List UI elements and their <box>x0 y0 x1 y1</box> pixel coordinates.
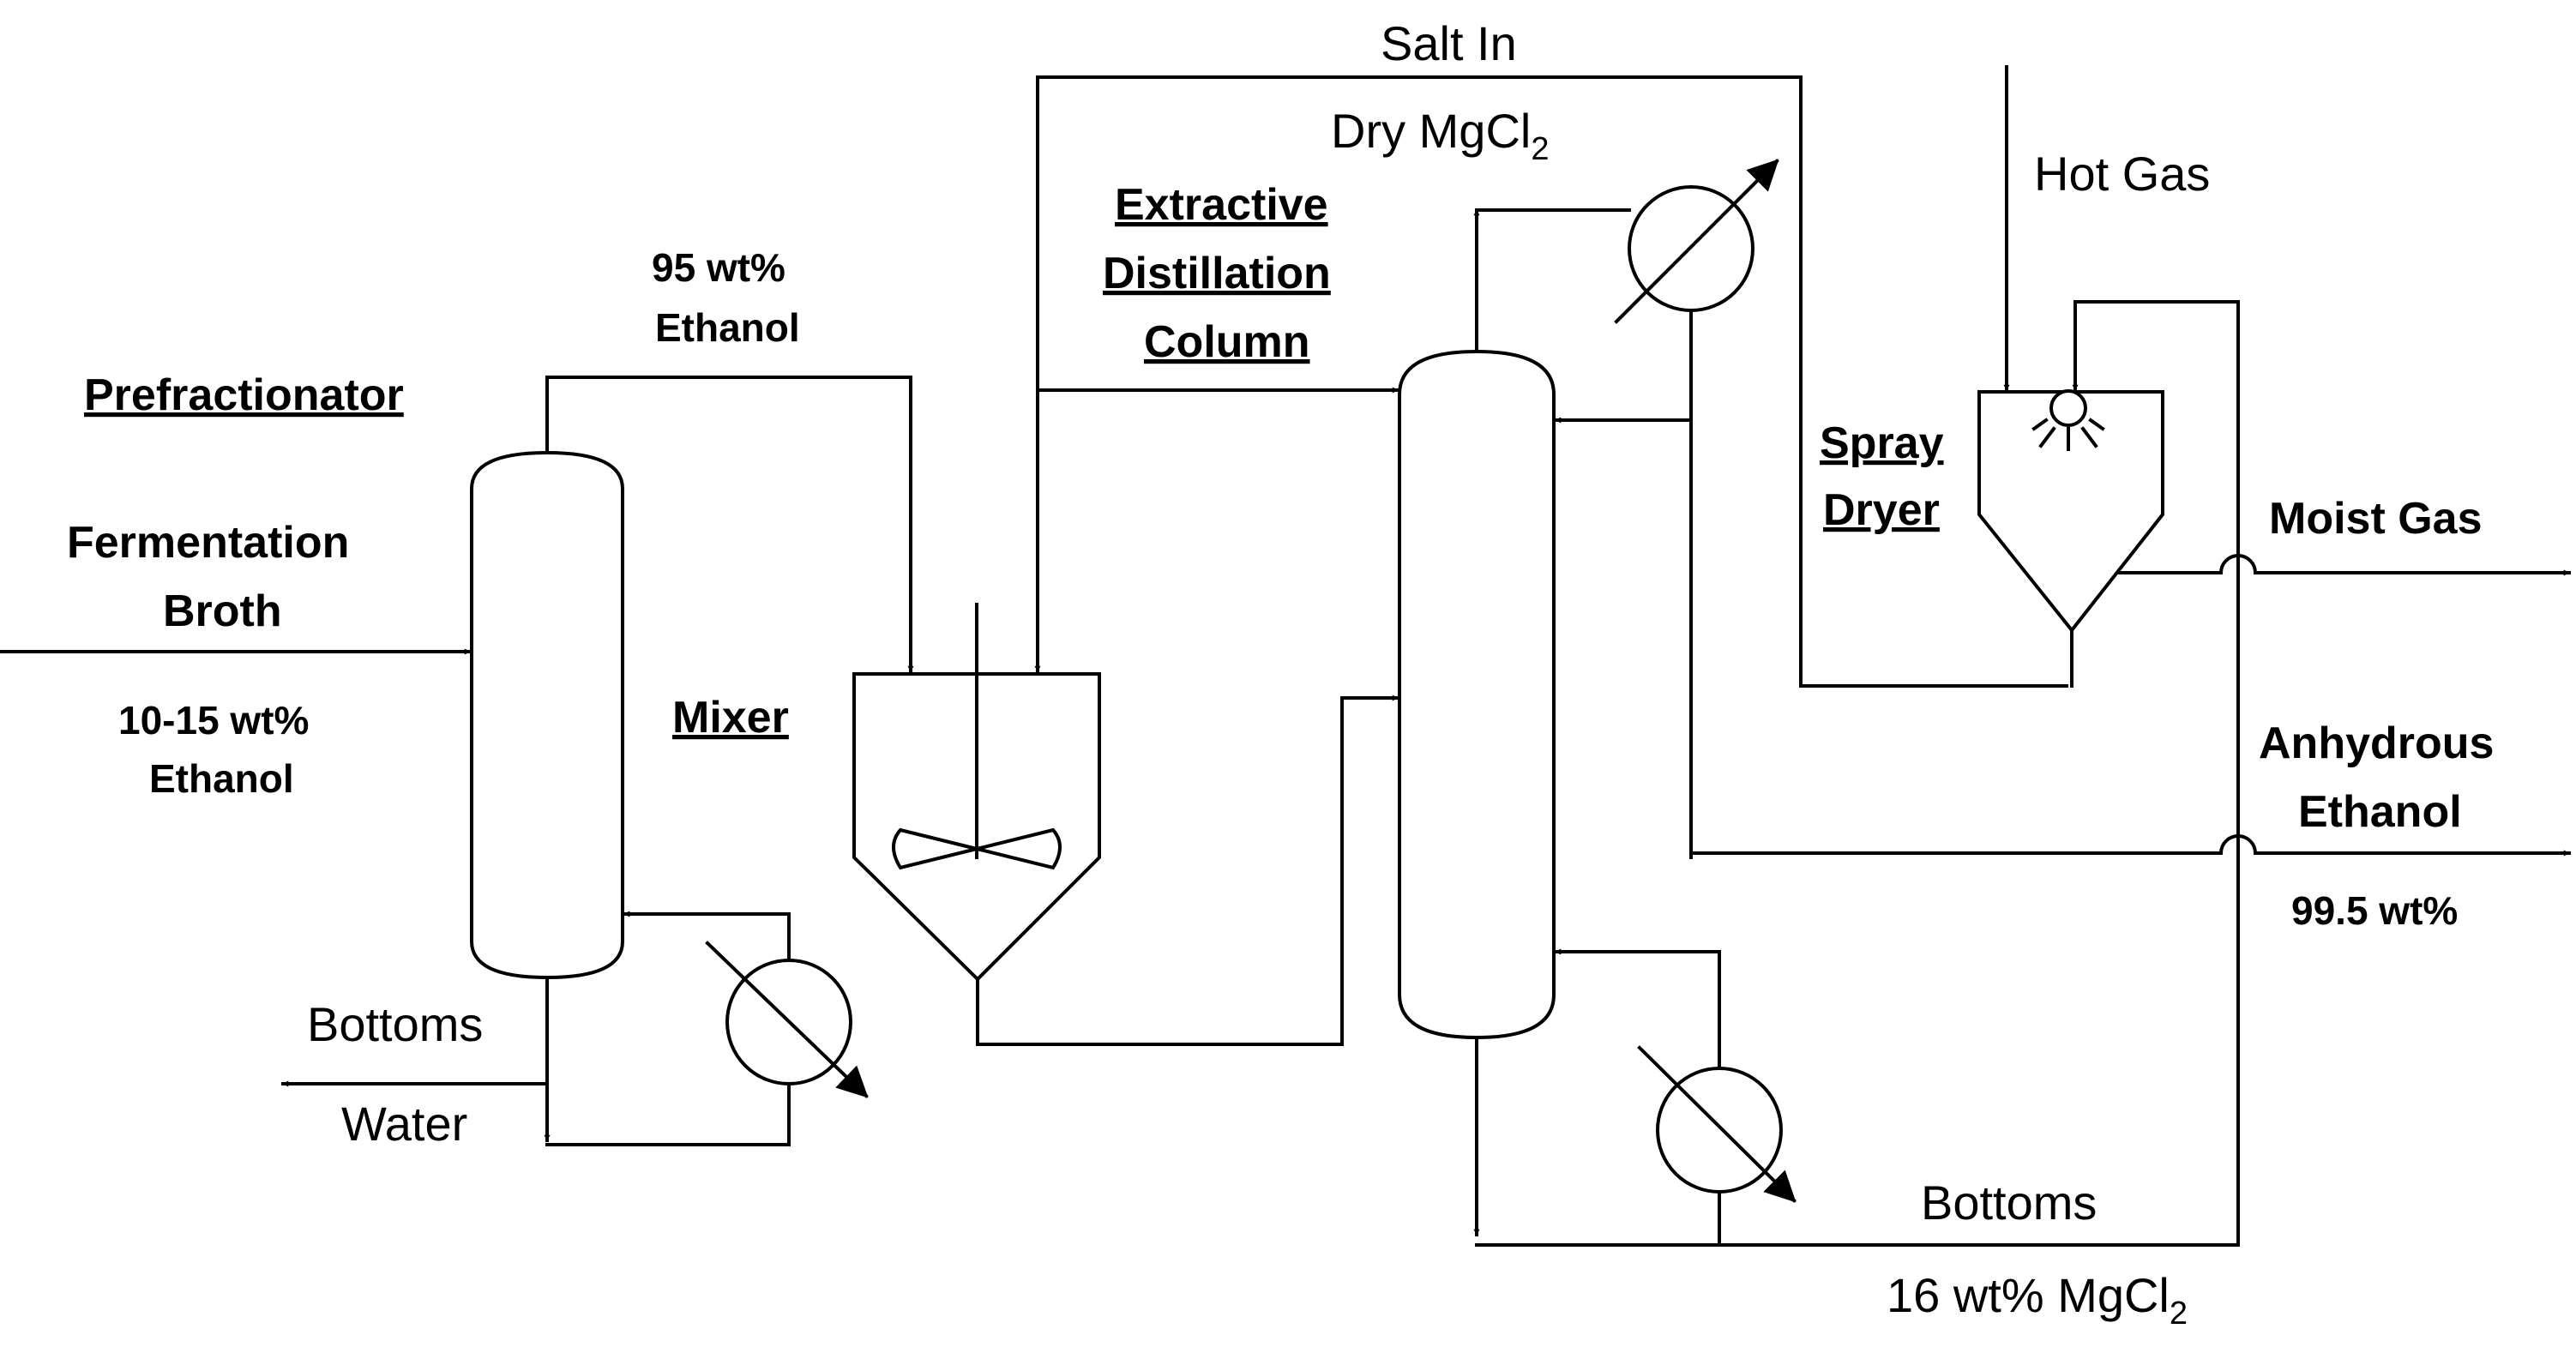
spray-dryer-vessel <box>1977 390 2164 634</box>
brine-to-spray-stream <box>2072 300 2240 1247</box>
salt-in-label: Salt In <box>1381 16 1517 70</box>
salt-recycle-stream <box>1034 75 2068 688</box>
product-wt-label: 99.5 wt% <box>2291 888 2458 933</box>
prefractionator-label: Prefractionator <box>84 370 404 420</box>
bottoms-salt-label: Bottoms <box>1921 1176 2097 1230</box>
spray-nozzle-icon <box>2049 389 2087 427</box>
spray-dryer-label-1: Spray <box>1820 418 1944 468</box>
spray-dryer-label-2: Dryer <box>1823 485 1940 535</box>
column-reboiler-return-top <box>1554 948 1721 1070</box>
extractive-distillation-column <box>1398 349 1556 1040</box>
mixer-impeller-blade-right <box>976 827 1062 870</box>
extractive-column-label-1: Extractive <box>1115 180 1328 230</box>
bottoms-salt-wt-label: 16 wt% MgCl2 <box>1887 1268 2188 1332</box>
reboiler-return-top <box>623 911 791 962</box>
mixer-label: Mixer <box>672 693 789 743</box>
wt95-label-2: Ethanol <box>655 305 800 350</box>
anhydrous-label-1: Anhydrous <box>2259 719 2494 768</box>
anhydrous-ethanol-stream <box>1689 834 2571 857</box>
prefractionator-column <box>470 450 624 980</box>
prefractionator-overhead-stream <box>545 376 914 673</box>
column-reboiler <box>1637 1045 1797 1203</box>
bottoms-water-label-1: Bottoms <box>307 997 483 1051</box>
wt95-label-1: 95 wt% <box>652 245 785 290</box>
hot-gas-label: Hot Gas <box>2034 147 2210 201</box>
moist-gas-label: Moist Gas <box>2269 494 2483 544</box>
anhydrous-label-2: Ethanol <box>2298 787 2462 837</box>
mixer-outlet-stream <box>976 695 1399 1046</box>
feed-wt-label-1: 10-15 wt% <box>118 698 309 743</box>
reboiler-return-bottom <box>545 1082 791 1146</box>
fermentation-label-2: Broth <box>163 586 282 636</box>
extractive-column-label-3: Column <box>1144 317 1310 367</box>
mixer-impeller-blade-left <box>892 827 978 870</box>
feed-wt-label-2: Ethanol <box>149 756 294 801</box>
dry-mgcl2-label: Dry MgCl2 <box>1331 104 1549 167</box>
column-condenser <box>1614 159 1779 324</box>
fermentation-label-1: Fermentation <box>67 518 349 568</box>
spray-lines <box>2031 418 2105 451</box>
bottoms-water-label-2: Water <box>341 1097 467 1151</box>
prefractionator-reboiler <box>705 941 869 1098</box>
extractive-column-label-2: Distillation <box>1103 249 1331 298</box>
moist-gas-stream <box>2116 554 2571 576</box>
